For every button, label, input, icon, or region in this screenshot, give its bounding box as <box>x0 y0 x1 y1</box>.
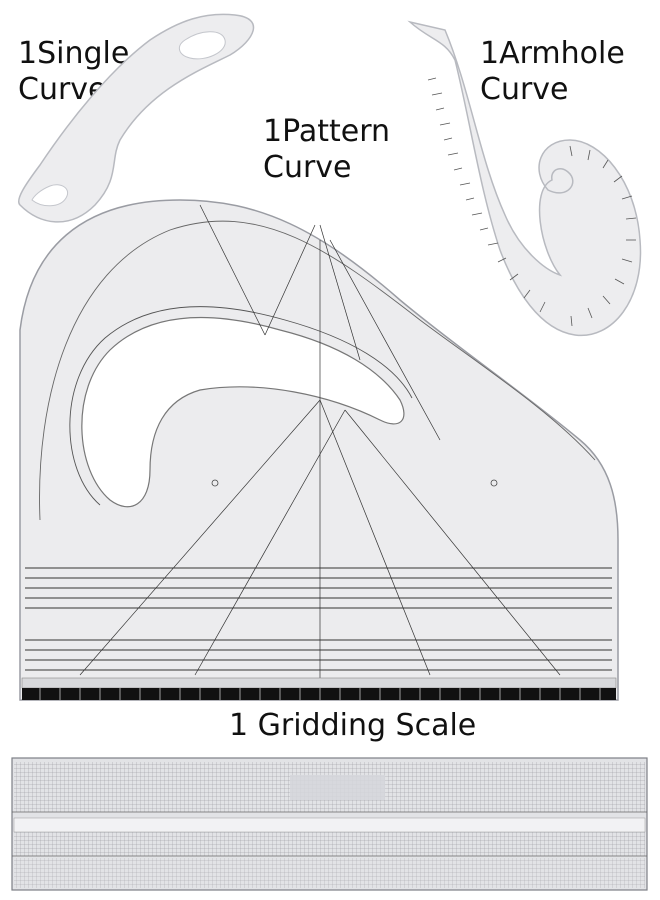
pattern-ruler-scale <box>22 688 616 700</box>
gridding-scale-number-band <box>13 817 646 833</box>
armhole-tick-marks <box>427 77 546 313</box>
single-curve-label: 1Single Curve <box>18 36 129 108</box>
armhole-curve-label-line2: Curve <box>480 72 569 107</box>
gridding-scale-bottom-scale <box>14 858 645 888</box>
single-curve-label-line1: 1Single <box>18 36 130 71</box>
gridding-scale-label: 1 Gridding Scale <box>229 708 477 743</box>
armhole-protractor-marks <box>569 145 637 327</box>
pattern-curve-label-line1: 1Pattern <box>263 114 391 149</box>
grid-ruler-lines <box>25 567 612 671</box>
pattern-ruler-scale-ticks <box>39 688 601 700</box>
pattern-curve-label-line2: Curve <box>263 150 352 185</box>
armhole-curve-label-line1: 1Armhole <box>480 36 625 71</box>
armhole-curve-label: 1Armhole Curve <box>480 36 625 108</box>
pattern-guide-lines <box>79 204 561 690</box>
pattern-hole-left <box>211 479 219 487</box>
pattern-curve-label: 1Pattern Curve <box>263 114 390 186</box>
pattern-hole-right <box>490 479 498 487</box>
